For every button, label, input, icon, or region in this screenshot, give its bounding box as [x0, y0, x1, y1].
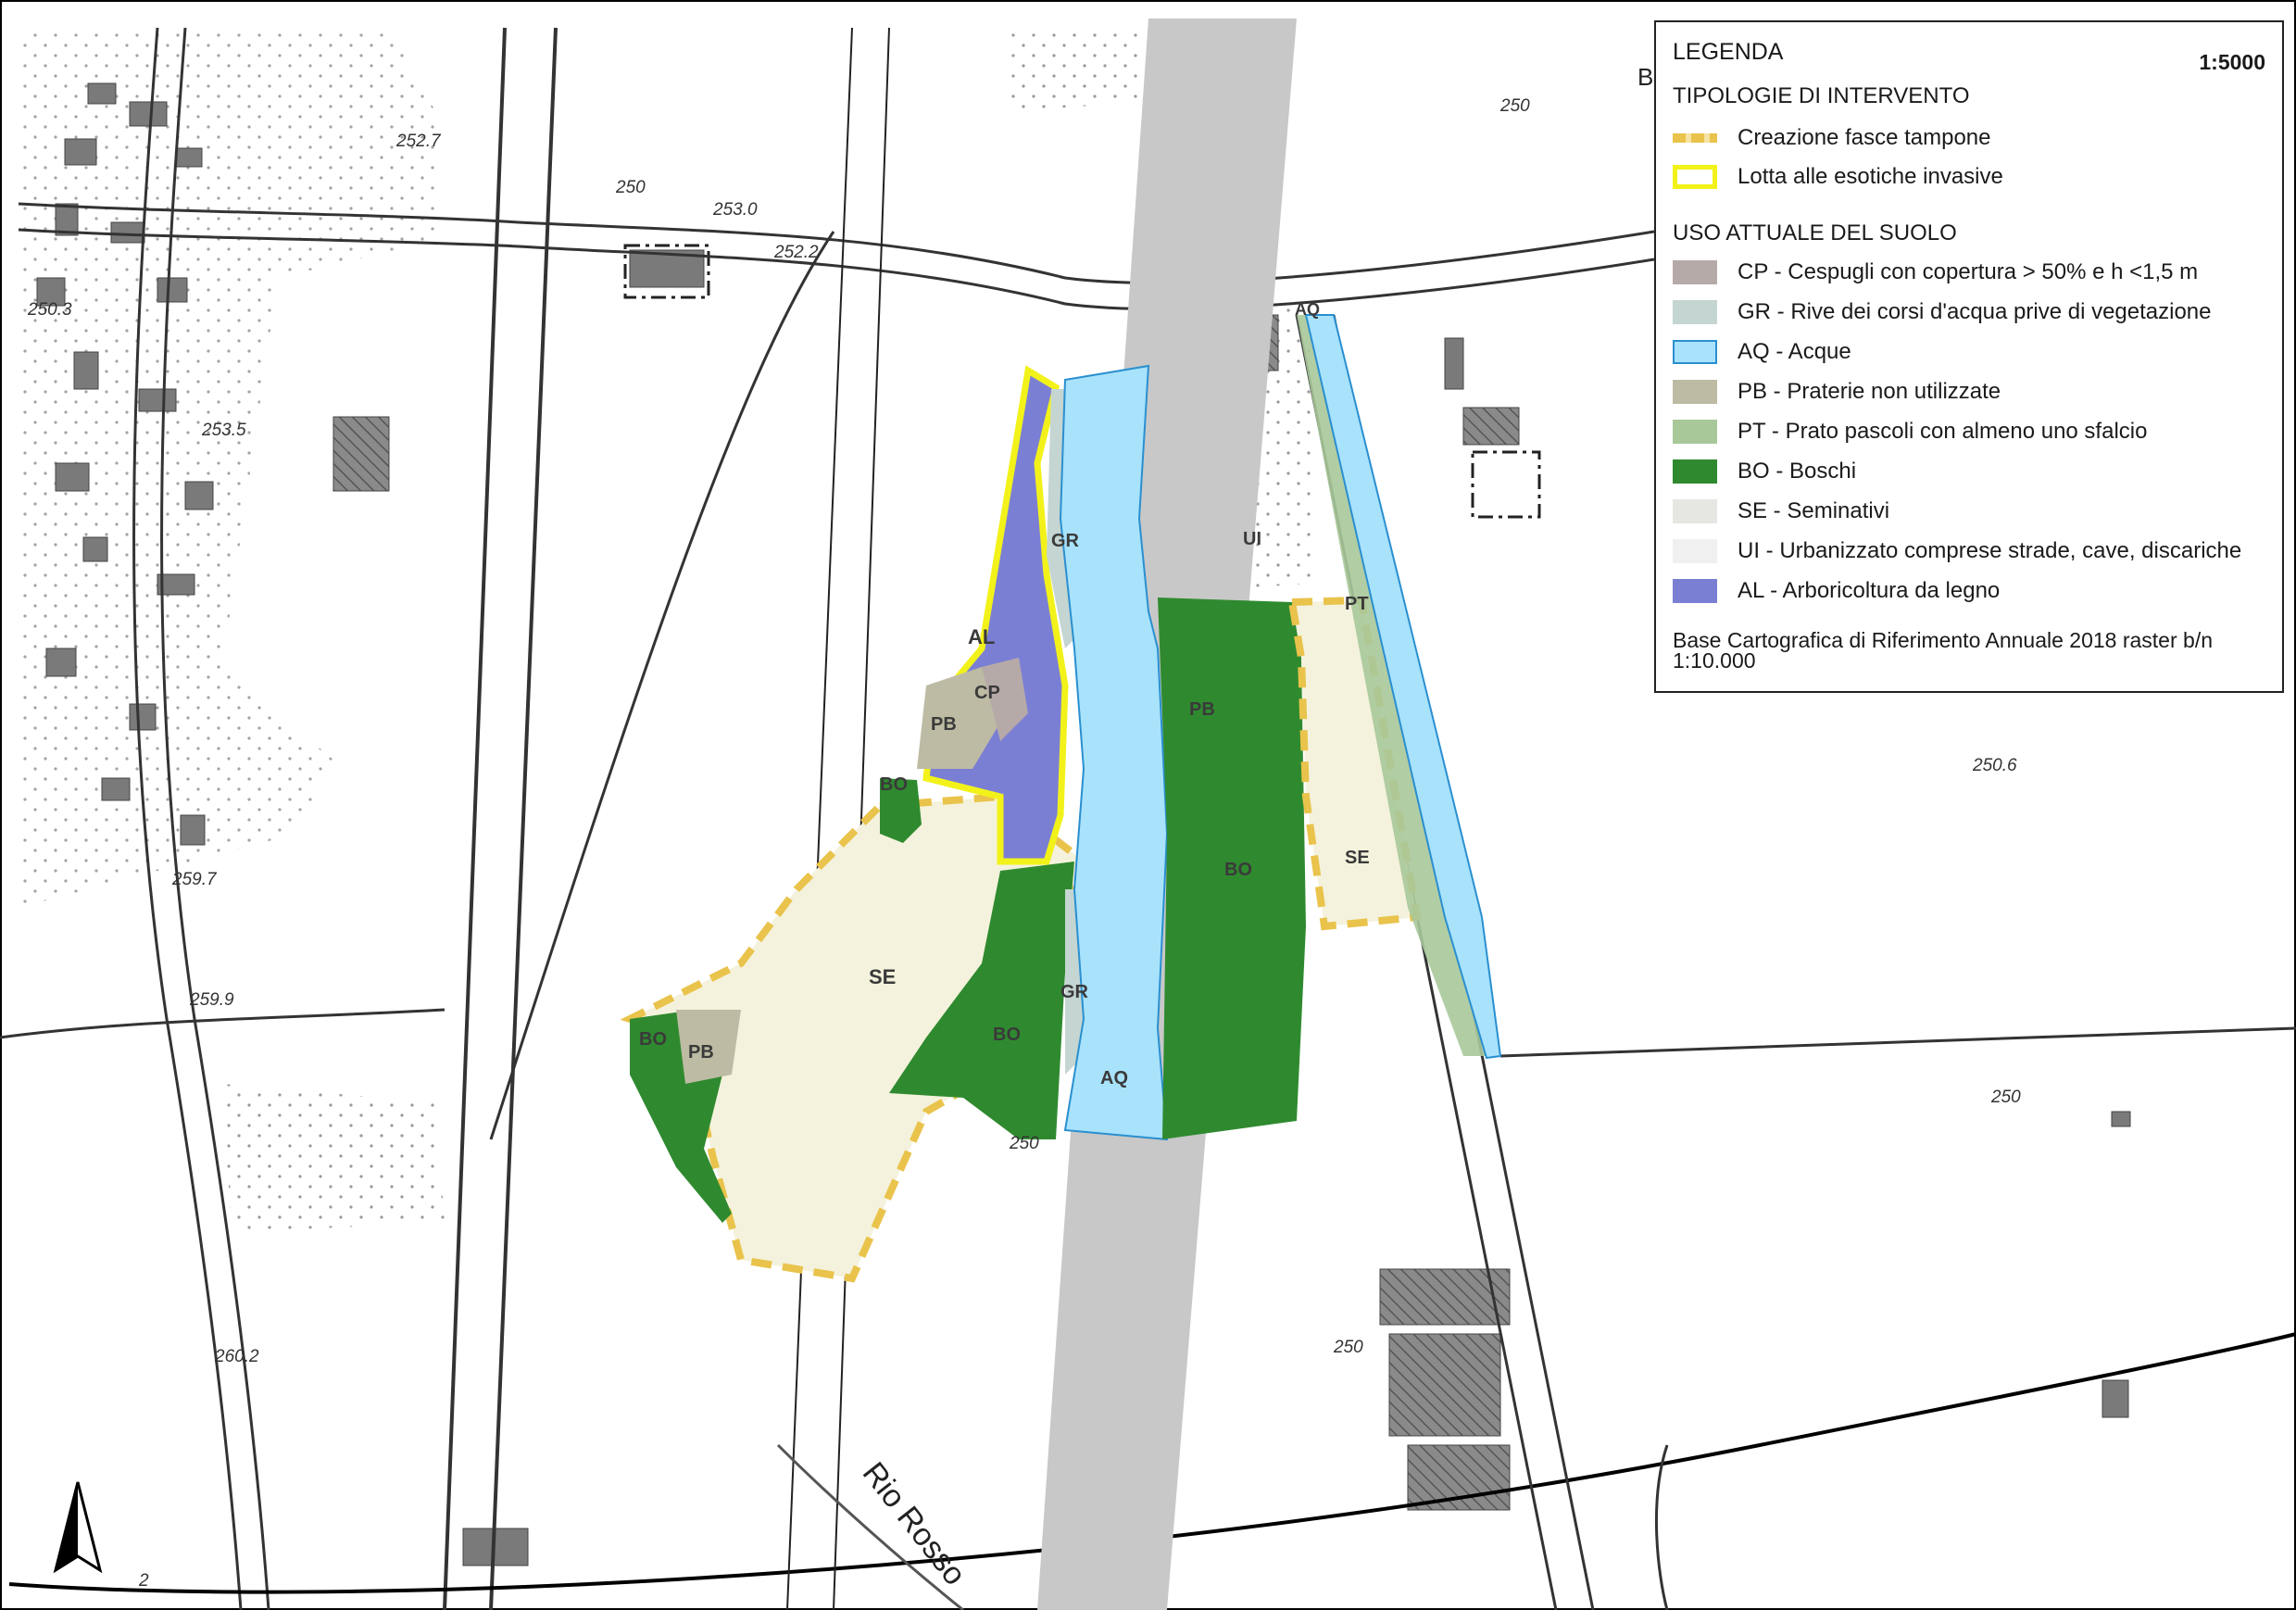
label-se-east: SE [1345, 848, 1370, 868]
legend-label: BO - Boschi [1738, 459, 1857, 484]
elev-label: 252.2 [773, 243, 819, 262]
map-letter: B [1637, 63, 1653, 91]
legend-label: AL - Arboricoltura da legno [1738, 578, 2001, 603]
dashed-parcel [1471, 450, 1541, 519]
elev-label: 259.7 [171, 870, 218, 889]
legend-swatch-aq [1673, 340, 1717, 364]
legend-item-ui: UI - Urbanizzato comprese strade, cave, … [1673, 535, 2241, 567]
legend-item-buffer: Creazione fasce tampone [1673, 122, 1991, 154]
label-ui: UI [1243, 529, 1261, 549]
dashed-parcel [623, 244, 710, 299]
legend-scale: 1:5000 [2199, 50, 2265, 74]
legend-item-se: SE - Seminativi [1673, 496, 1889, 527]
legend-label: CP - Cespugli con copertura > 50% e h <1… [1738, 259, 2199, 284]
elevation-labels: 252.7 250 253.0 252.2 250.3 253.5 259.7 … [27, 96, 2021, 1591]
legend-item-aq: AQ - Acque [1673, 336, 1851, 368]
elev-label: 250 [1009, 1134, 1039, 1153]
elev-label: 250.6 [1972, 756, 2017, 775]
north-arrow-icon [53, 1481, 103, 1574]
elev-label: 2 [138, 1571, 149, 1591]
legend-label: UI - Urbanizzato comprese strade, cave, … [1738, 538, 2242, 563]
legend-label: GR - Rive dei corsi d'acqua prive di veg… [1738, 299, 2212, 324]
legend-item-al: AL - Arboricoltura da legno [1673, 575, 2000, 607]
label-gr-south: GR [1060, 982, 1089, 1002]
legend-swatch-cp [1673, 260, 1717, 284]
label-bo-west: BO [993, 1025, 1021, 1045]
legend-swatch-buffer [1673, 133, 1717, 143]
label-bo-southwest: BO [639, 1029, 667, 1050]
elev-label: 250 [1499, 96, 1530, 116]
bo-parcel-small [880, 778, 922, 843]
elev-label: 260.2 [214, 1347, 259, 1366]
label-pb-al: PB [931, 714, 957, 735]
railway [786, 27, 890, 1610]
legend-swatch-pt [1673, 420, 1717, 444]
label-aq-river: AQ [1100, 1068, 1128, 1088]
pb-parcel-al [917, 667, 1000, 769]
legend-label: SE - Seminativi [1738, 498, 1890, 523]
legend-item-gr: GR - Rive dei corsi d'acqua prive di veg… [1673, 296, 2212, 328]
cp-parcel [982, 658, 1028, 741]
legend-label: AQ - Acque [1738, 339, 1851, 364]
legend-swatch-al [1673, 579, 1717, 603]
rio-rosso-stream [776, 1443, 964, 1610]
area-labels: GR AL CP PB BO SE BO PB BO GR AQ PB BO S… [639, 300, 1370, 1088]
aq-canal [1304, 314, 1502, 1060]
legend-item-invasive: Lotta alle esotiche invasive [1673, 161, 2003, 193]
bo-parcel-east [1158, 597, 1306, 1139]
label-bo-small: BO [880, 774, 908, 795]
label-cp: CP [974, 683, 1000, 703]
label-se-west: SE [869, 965, 896, 988]
legend-footnote: Base Cartografica di Riferimento Annuale… [1673, 628, 2213, 673]
legend-swatch-se [1673, 499, 1717, 523]
elev-label: 259.9 [189, 990, 234, 1010]
legend-item-pb: PB - Praterie non utilizzate [1673, 376, 2001, 408]
elev-label: 253.0 [712, 200, 758, 220]
label-bo-east: BO [1224, 860, 1252, 880]
legend-swatch-gr [1673, 300, 1717, 324]
legend-swatch-ui [1673, 539, 1717, 563]
elev-label: 252.7 [395, 132, 442, 151]
legend-swatch-bo [1673, 459, 1717, 484]
legend-item-cp: CP - Cespugli con copertura > 50% e h <1… [1673, 257, 2198, 288]
legend-swatch-invasive [1673, 165, 1717, 189]
legend-item-pt: PT - Prato pascoli con almeno uno sfalci… [1673, 416, 2147, 447]
legend-label: PB - Praterie non utilizzate [1738, 379, 2001, 404]
legend-section-landuse: USO ATTUALE DEL SUOLO [1673, 220, 1957, 245]
label-pt: PT [1345, 594, 1369, 614]
aq-water [1059, 364, 1169, 1141]
legend-swatch-pb [1673, 380, 1717, 404]
label-al: AL [968, 625, 995, 648]
label-pb-east: PB [1189, 699, 1215, 720]
bo-parcel-west [889, 862, 1074, 1139]
legend-label: PT - Prato pascoli con almeno uno sfalci… [1738, 419, 2148, 444]
elev-label: 250 [1990, 1088, 2021, 1107]
elev-label: 250 [1333, 1338, 1363, 1357]
label-aq-canal: AQ [1295, 300, 1320, 319]
legend-label: Creazione fasce tampone [1738, 125, 1991, 150]
elev-label: 250.3 [27, 300, 72, 320]
landuse-polygons [620, 314, 1502, 1283]
legend-item-bo: BO - Boschi [1673, 456, 1856, 487]
legend-label: Lotta alle esotiche invasive [1738, 164, 2003, 189]
legend-title: LEGENDA [1673, 39, 1784, 65]
elev-label: 250 [615, 178, 646, 197]
label-gr-north: GR [1051, 531, 1080, 551]
legend-section-intervention: TIPOLOGIE DI INTERVENTO [1673, 83, 1970, 108]
elev-label: 253.5 [201, 421, 246, 440]
legend-panel: LEGENDA 1:5000 TIPOLOGIE DI INTERVENTO C… [1654, 20, 2284, 693]
pb-parcel-sw [676, 1010, 741, 1084]
label-pb-southwest: PB [688, 1042, 714, 1063]
